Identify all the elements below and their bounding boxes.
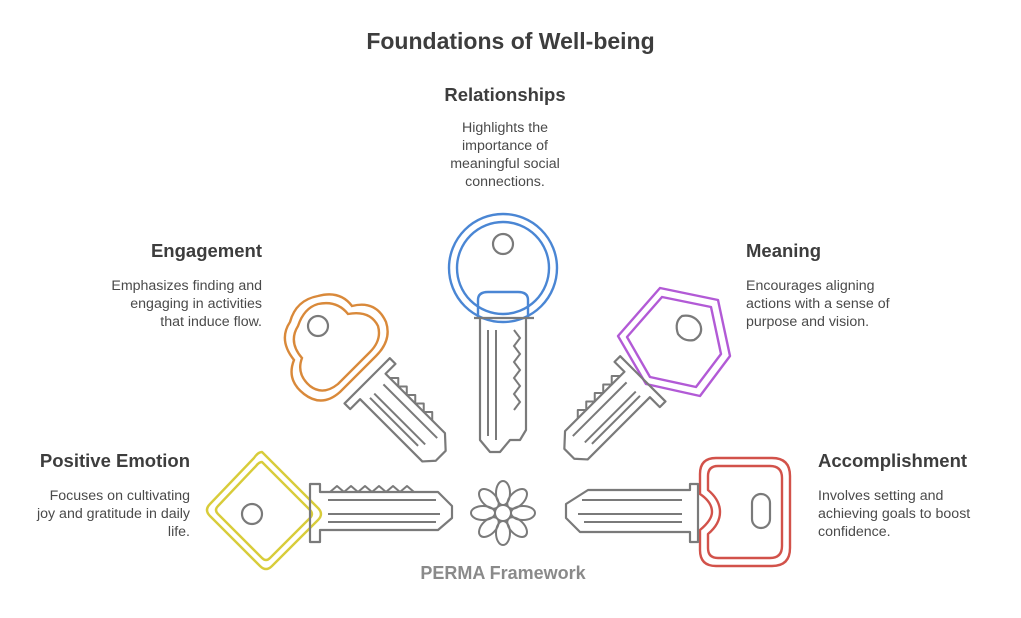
engagement-description: Emphasizes finding and engaging in activ… [62,277,262,331]
accomplishment-desc-line-1: Involves setting and [818,488,944,504]
meaning-desc-line-2: actions with a sense of [746,296,890,312]
red-key-icon [564,456,792,568]
positive-emotion-desc-line-2: joy and gratitude in daily [36,506,190,522]
relationships-desc-line-4: connections. [465,174,545,190]
framework-label: PERMA Framework [420,563,586,583]
engagement-desc-line-1: Emphasizes finding and [111,278,262,294]
meaning-heading: Meaning [746,240,822,261]
relationships-description: Highlights the importance of meaningful … [405,119,605,191]
positive-emotion-desc-line-1: Focuses on cultivating [49,488,190,504]
relationships-desc-line-2: importance of [462,138,548,154]
accomplishment-heading: Accomplishment [818,450,968,471]
flower-icon [470,480,536,546]
relationships-heading: Relationships [444,84,566,105]
positive-emotion-description: Focuses on cultivating joy and gratitude… [0,487,190,541]
relationships-desc-line-1: Highlights the [462,120,548,136]
positive-emotion-desc-line-3: life. [167,524,190,540]
blue-key-icon [447,212,559,454]
engagement-desc-line-2: engaging in activities [130,296,262,312]
purple-key-icon [544,286,732,477]
meaning-desc-line-3: purpose and vision. [746,314,870,330]
meaning-desc-line-1: Encourages aligning [746,278,875,294]
accomplishment-description: Involves setting and achieving goals to … [818,487,1018,541]
diagram-title: Foundations of Well-being [366,28,655,54]
orange-key-icon [283,293,466,479]
relationships-desc-line-3: meaningful social [450,156,560,172]
accomplishment-desc-line-2: achieving goals to boost [818,506,971,522]
meaning-description: Encourages aligning actions with a sense… [746,277,966,331]
engagement-heading: Engagement [150,240,262,261]
accomplishment-desc-line-3: confidence. [818,524,891,540]
engagement-desc-line-3: that induce flow. [160,314,262,330]
yellow-key-icon [205,450,454,571]
positive-emotion-heading: Positive Emotion [39,450,190,471]
